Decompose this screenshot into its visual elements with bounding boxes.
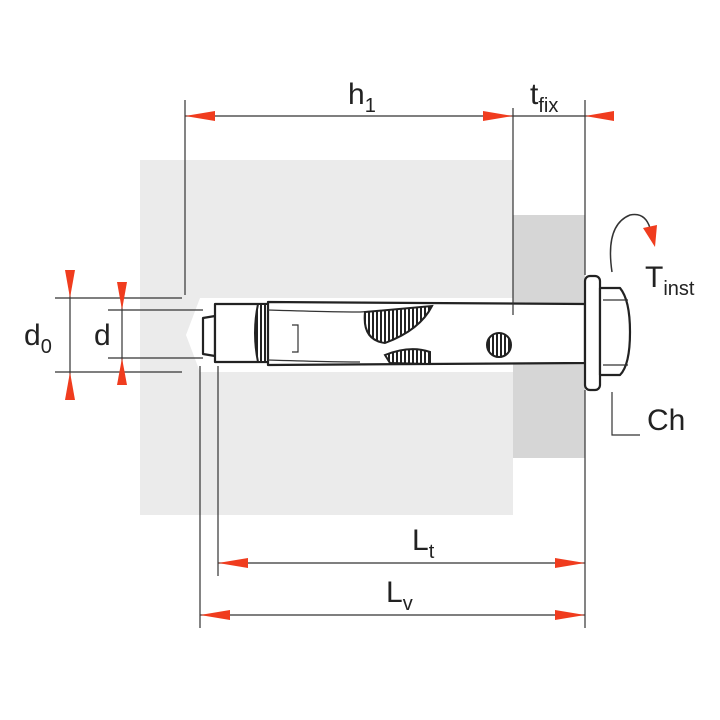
svg-text:d0: d0 [24, 319, 52, 358]
svg-text:Tinst: Tinst [645, 261, 695, 300]
torque-tinst: Tinst [609, 213, 695, 300]
svg-text:Lt: Lt [412, 524, 435, 563]
sleeve-pin [486, 332, 512, 358]
dimension-lv: Lv [200, 576, 585, 620]
hex-head [598, 286, 632, 377]
dimension-d: d [94, 282, 127, 385]
svg-text:h1: h1 [348, 78, 376, 117]
anchor-bolt [201, 274, 632, 392]
dimension-d0: d0 [24, 270, 75, 400]
dimension-tfix: tfix [513, 78, 614, 121]
sleeve-segment-lower [383, 348, 431, 366]
svg-text:d: d [94, 319, 111, 352]
label-ch: Ch [647, 404, 685, 437]
dimension-lt: Lt [218, 524, 585, 568]
extension-lines [55, 100, 640, 628]
svg-text:tfix: tfix [530, 78, 558, 117]
washer [583, 274, 602, 392]
svg-text:Lv: Lv [386, 576, 413, 615]
sleeve-segment-upper [363, 304, 434, 345]
dimension-h1: h1 [185, 78, 513, 121]
